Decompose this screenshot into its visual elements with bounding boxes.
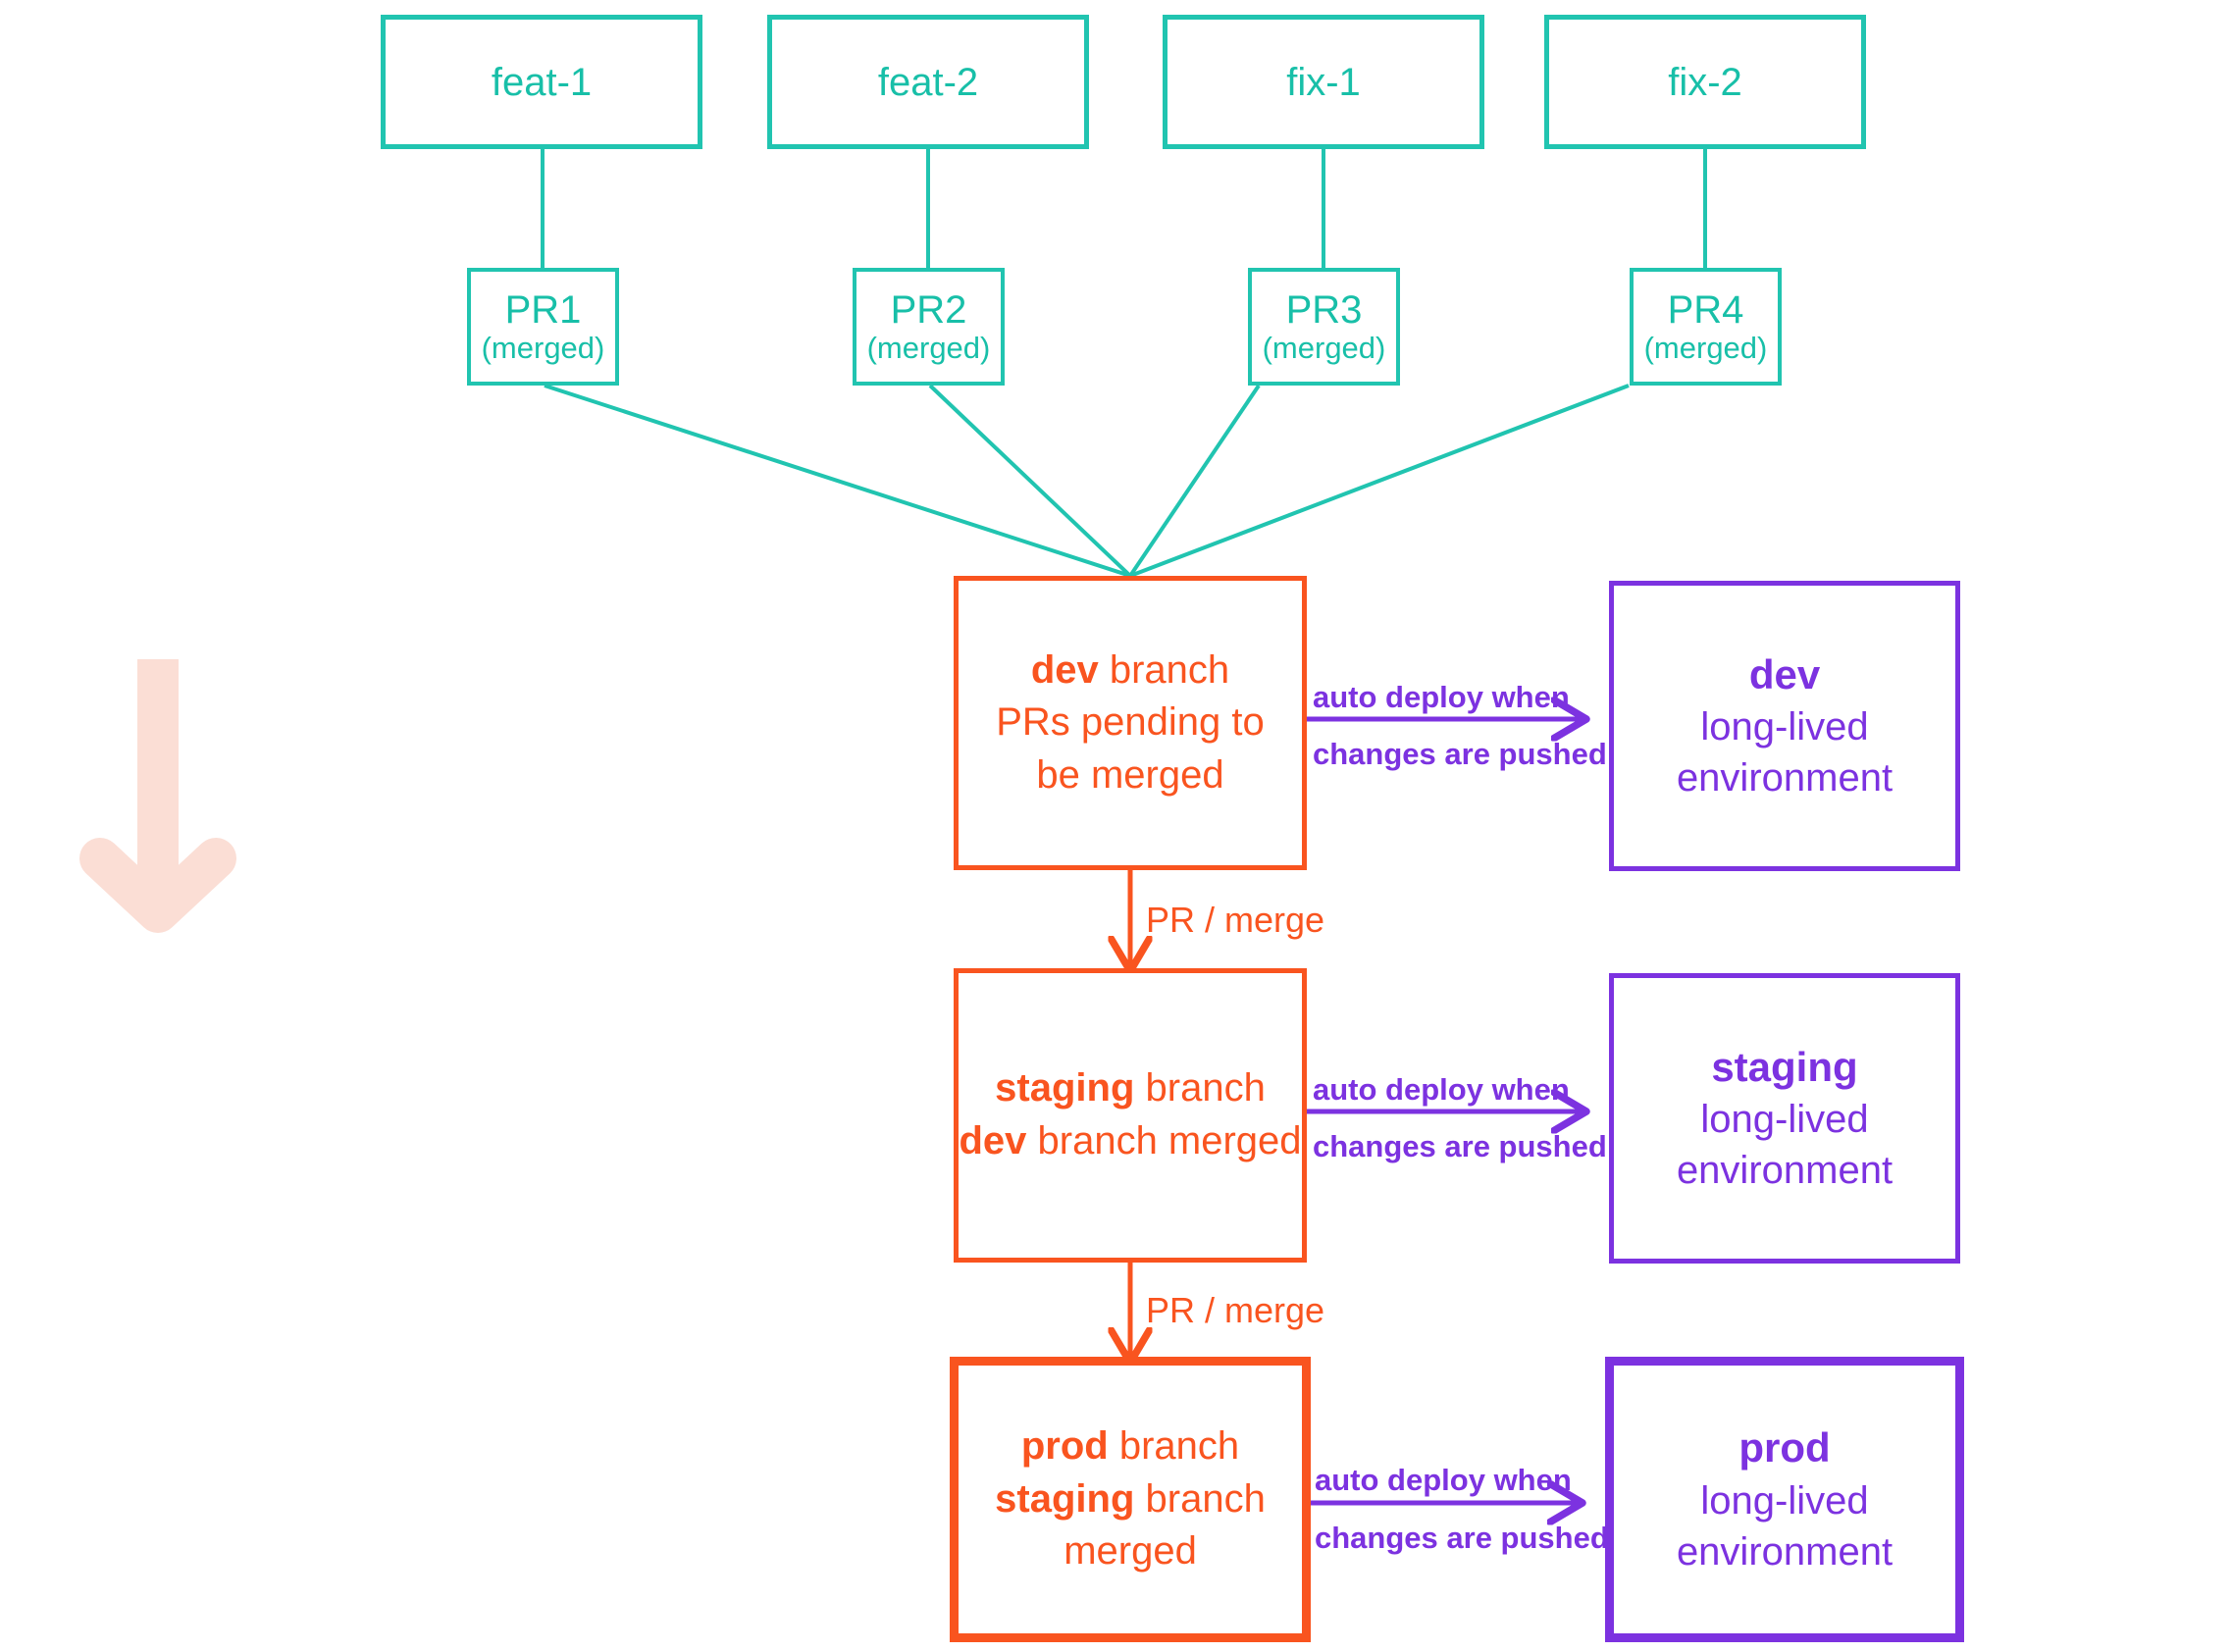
staging-detail-strong: dev xyxy=(959,1119,1027,1162)
env-subtitle-line2: environment xyxy=(1676,756,1894,800)
deploy-label-line2: changes are pushed xyxy=(1315,1521,1609,1555)
env-title: prod xyxy=(1738,1424,1831,1471)
deploy-label-staging-2: changes are pushed xyxy=(1313,1129,1607,1163)
pr-status: (merged) xyxy=(1262,330,1386,365)
deploy-label-staging: auto deploy when xyxy=(1313,1072,1570,1107)
deploy-label-line1: auto deploy when xyxy=(1315,1463,1572,1497)
branch-label: feat-1 xyxy=(491,60,593,104)
pr-node-pr2[interactable]: PR2 (merged) xyxy=(853,268,1005,386)
branch-node-fix-1[interactable]: fix-1 xyxy=(1163,15,1484,149)
env-subtitle-line2: environment xyxy=(1676,1529,1894,1574)
deploy-label-line2: changes are pushed xyxy=(1313,737,1607,771)
deploy-label-line1: auto deploy when xyxy=(1313,1072,1570,1107)
merge-label-staging-prod: PR / merge xyxy=(1146,1293,1362,1328)
dev-branch-title: dev branch xyxy=(1031,645,1229,697)
deploy-label-dev: auto deploy when xyxy=(1313,680,1570,714)
env-node-staging[interactable]: staging long-lived environment xyxy=(1609,973,1960,1264)
prod-branch-name: prod xyxy=(1020,1424,1109,1469)
branch-label: fix-2 xyxy=(1668,60,1742,104)
pr-to-dev-connectors xyxy=(544,384,1630,578)
env-subtitle-line2: environment xyxy=(1676,1149,1894,1193)
branch-to-pr-connectors xyxy=(541,149,1707,268)
prod-branch-detail: staging branch merged xyxy=(993,1473,1268,1578)
branch-label: feat-2 xyxy=(877,60,979,104)
env-node-dev[interactable]: dev long-lived environment xyxy=(1609,581,1960,871)
pr-node-pr3[interactable]: PR3 (merged) xyxy=(1248,268,1400,386)
staging-branch-detail: dev branch merged xyxy=(959,1115,1301,1168)
deploy-label-prod-2: changes are pushed xyxy=(1315,1521,1609,1555)
deploy-label-line1: auto deploy when xyxy=(1313,680,1570,714)
env-node-prod[interactable]: prod long-lived environment xyxy=(1605,1357,1964,1642)
downward-flow-arrow-icon xyxy=(79,659,236,933)
pr-name: PR2 xyxy=(890,287,967,332)
pr-status: (merged) xyxy=(1643,330,1768,365)
branch-node-feat-1[interactable]: feat-1 xyxy=(381,15,702,149)
dev-branch-name: dev xyxy=(1030,647,1099,692)
dev-branch-suffix: branch xyxy=(1098,647,1230,692)
merge-label-dev-staging: PR / merge xyxy=(1146,903,1362,938)
env-title: staging xyxy=(1711,1043,1858,1090)
env-subtitle-line1: long-lived xyxy=(1700,705,1869,749)
git-node-dev-branch[interactable]: dev branch PRs pending to be merged xyxy=(954,576,1307,870)
pr-node-pr1[interactable]: PR1 (merged) xyxy=(467,268,619,386)
deploy-label-dev-2: changes are pushed xyxy=(1313,737,1607,771)
pr-name: PR1 xyxy=(504,287,582,332)
pr-node-pr4[interactable]: PR4 (merged) xyxy=(1630,268,1782,386)
git-node-staging-branch[interactable]: staging branch dev branch merged xyxy=(954,968,1307,1263)
prod-branch-suffix: branch xyxy=(1108,1424,1240,1469)
branch-node-feat-2[interactable]: feat-2 xyxy=(767,15,1089,149)
env-subtitle-line1: long-lived xyxy=(1700,1478,1869,1523)
pr-status: (merged) xyxy=(866,330,991,365)
prod-detail-text: branch merged xyxy=(1064,1476,1266,1574)
staging-branch-suffix: branch xyxy=(1134,1066,1266,1110)
pr-name: PR4 xyxy=(1667,287,1744,332)
pr-status: (merged) xyxy=(481,330,605,365)
staging-branch-title: staging branch xyxy=(995,1062,1266,1115)
env-subtitle-line1: long-lived xyxy=(1700,1098,1869,1142)
dev-branch-detail: PRs pending to be merged xyxy=(983,697,1277,801)
dev-branch-detail-text: PRs pending to be merged xyxy=(996,700,1265,797)
pr-name: PR3 xyxy=(1285,287,1363,332)
branch-node-fix-2[interactable]: fix-2 xyxy=(1544,15,1866,149)
branch-label: fix-1 xyxy=(1286,60,1361,104)
deploy-label-line2: changes are pushed xyxy=(1313,1129,1607,1163)
merge-label-text: PR / merge xyxy=(1146,1290,1325,1330)
env-title: dev xyxy=(1748,650,1821,697)
staging-detail-text: branch merged xyxy=(1026,1119,1302,1162)
prod-branch-title: prod branch xyxy=(1021,1420,1239,1473)
prod-detail-strong: staging xyxy=(995,1476,1135,1521)
merge-label-text: PR / merge xyxy=(1146,900,1325,940)
staging-branch-name: staging xyxy=(995,1066,1135,1110)
deploy-label-prod: auto deploy when xyxy=(1315,1463,1572,1497)
git-node-prod-branch[interactable]: prod branch staging branch merged xyxy=(950,1357,1311,1642)
